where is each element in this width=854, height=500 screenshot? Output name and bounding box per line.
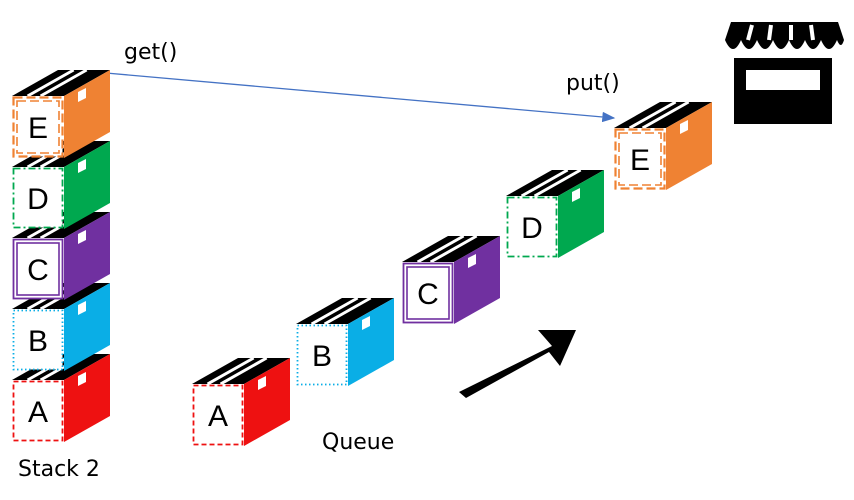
tape-stripe <box>533 168 582 198</box>
box-letter: A <box>208 400 228 433</box>
box-front <box>192 384 244 446</box>
tape-stripe <box>641 100 690 130</box>
tape-stripe <box>416 234 465 264</box>
tape-stripe <box>39 68 88 98</box>
box-sticker <box>78 372 86 386</box>
tape-stripe <box>520 168 569 198</box>
stack-box-e: E <box>12 68 110 158</box>
box-side <box>64 212 110 300</box>
tape-stripe <box>206 356 255 386</box>
box-sticker <box>78 301 86 315</box>
box-front <box>506 196 558 258</box>
stack-box-c: C <box>12 210 110 300</box>
get-put-arrow <box>105 72 616 123</box>
box-letter: B <box>28 325 48 358</box>
box-sticker <box>78 88 86 102</box>
tape-stripe <box>26 68 75 98</box>
queue-box-d: D <box>506 168 604 258</box>
box-front-inner <box>16 100 60 154</box>
box-sticker <box>680 120 688 134</box>
tape-stripe <box>628 100 677 130</box>
box-front <box>12 96 64 158</box>
shop-icon <box>725 22 844 124</box>
queue-label: Queue <box>322 430 394 455</box>
tape-stripe <box>310 296 359 326</box>
get-label: get() <box>124 40 177 65</box>
box-front <box>614 128 666 190</box>
box-side <box>244 358 290 446</box>
box-letter: A <box>28 396 48 429</box>
tape-stripe <box>429 234 478 264</box>
box-front-inner <box>406 266 450 320</box>
box-front <box>12 167 64 229</box>
box-sticker <box>78 159 86 173</box>
queue-box-c: C <box>402 234 500 324</box>
box-side <box>64 70 110 158</box>
put-label: put() <box>566 71 620 96</box>
box-front <box>402 262 454 324</box>
box-letter: E <box>28 112 48 145</box>
box-letter: D <box>27 183 49 216</box>
arrow-icon <box>459 330 576 398</box>
box-letter: D <box>521 212 543 245</box>
box-sticker <box>258 376 266 390</box>
stack-2: A B C D E <box>12 68 110 442</box>
box-side <box>64 354 110 442</box>
box-side <box>64 141 110 229</box>
box-sticker <box>362 316 370 330</box>
box-side <box>558 170 604 258</box>
box-front <box>12 380 64 442</box>
box-sticker <box>78 230 86 244</box>
stack-box-a: A <box>12 352 110 442</box>
box-side <box>454 236 500 324</box>
box-letter: E <box>630 144 650 177</box>
box-sticker <box>572 188 580 202</box>
box-side <box>666 102 712 190</box>
queue-box-a: A <box>192 356 290 446</box>
box-front-inner <box>16 242 60 296</box>
box-letter: C <box>417 278 439 311</box>
box-letter: B <box>312 340 332 373</box>
tape-stripe <box>323 296 372 326</box>
queue-box-e: E <box>614 100 712 190</box>
box-front <box>12 309 64 371</box>
box-front-inner <box>618 132 662 186</box>
queue-box-b: B <box>296 296 394 386</box>
box-front <box>12 238 64 300</box>
stack-label: Stack 2 <box>18 457 100 482</box>
box-letter: C <box>27 254 49 287</box>
box-side <box>64 283 110 371</box>
box-side <box>348 298 394 386</box>
queue: A B C D E <box>192 100 712 446</box>
tape-stripe <box>219 356 268 386</box>
box-front <box>296 324 348 386</box>
box-sticker <box>468 254 476 268</box>
